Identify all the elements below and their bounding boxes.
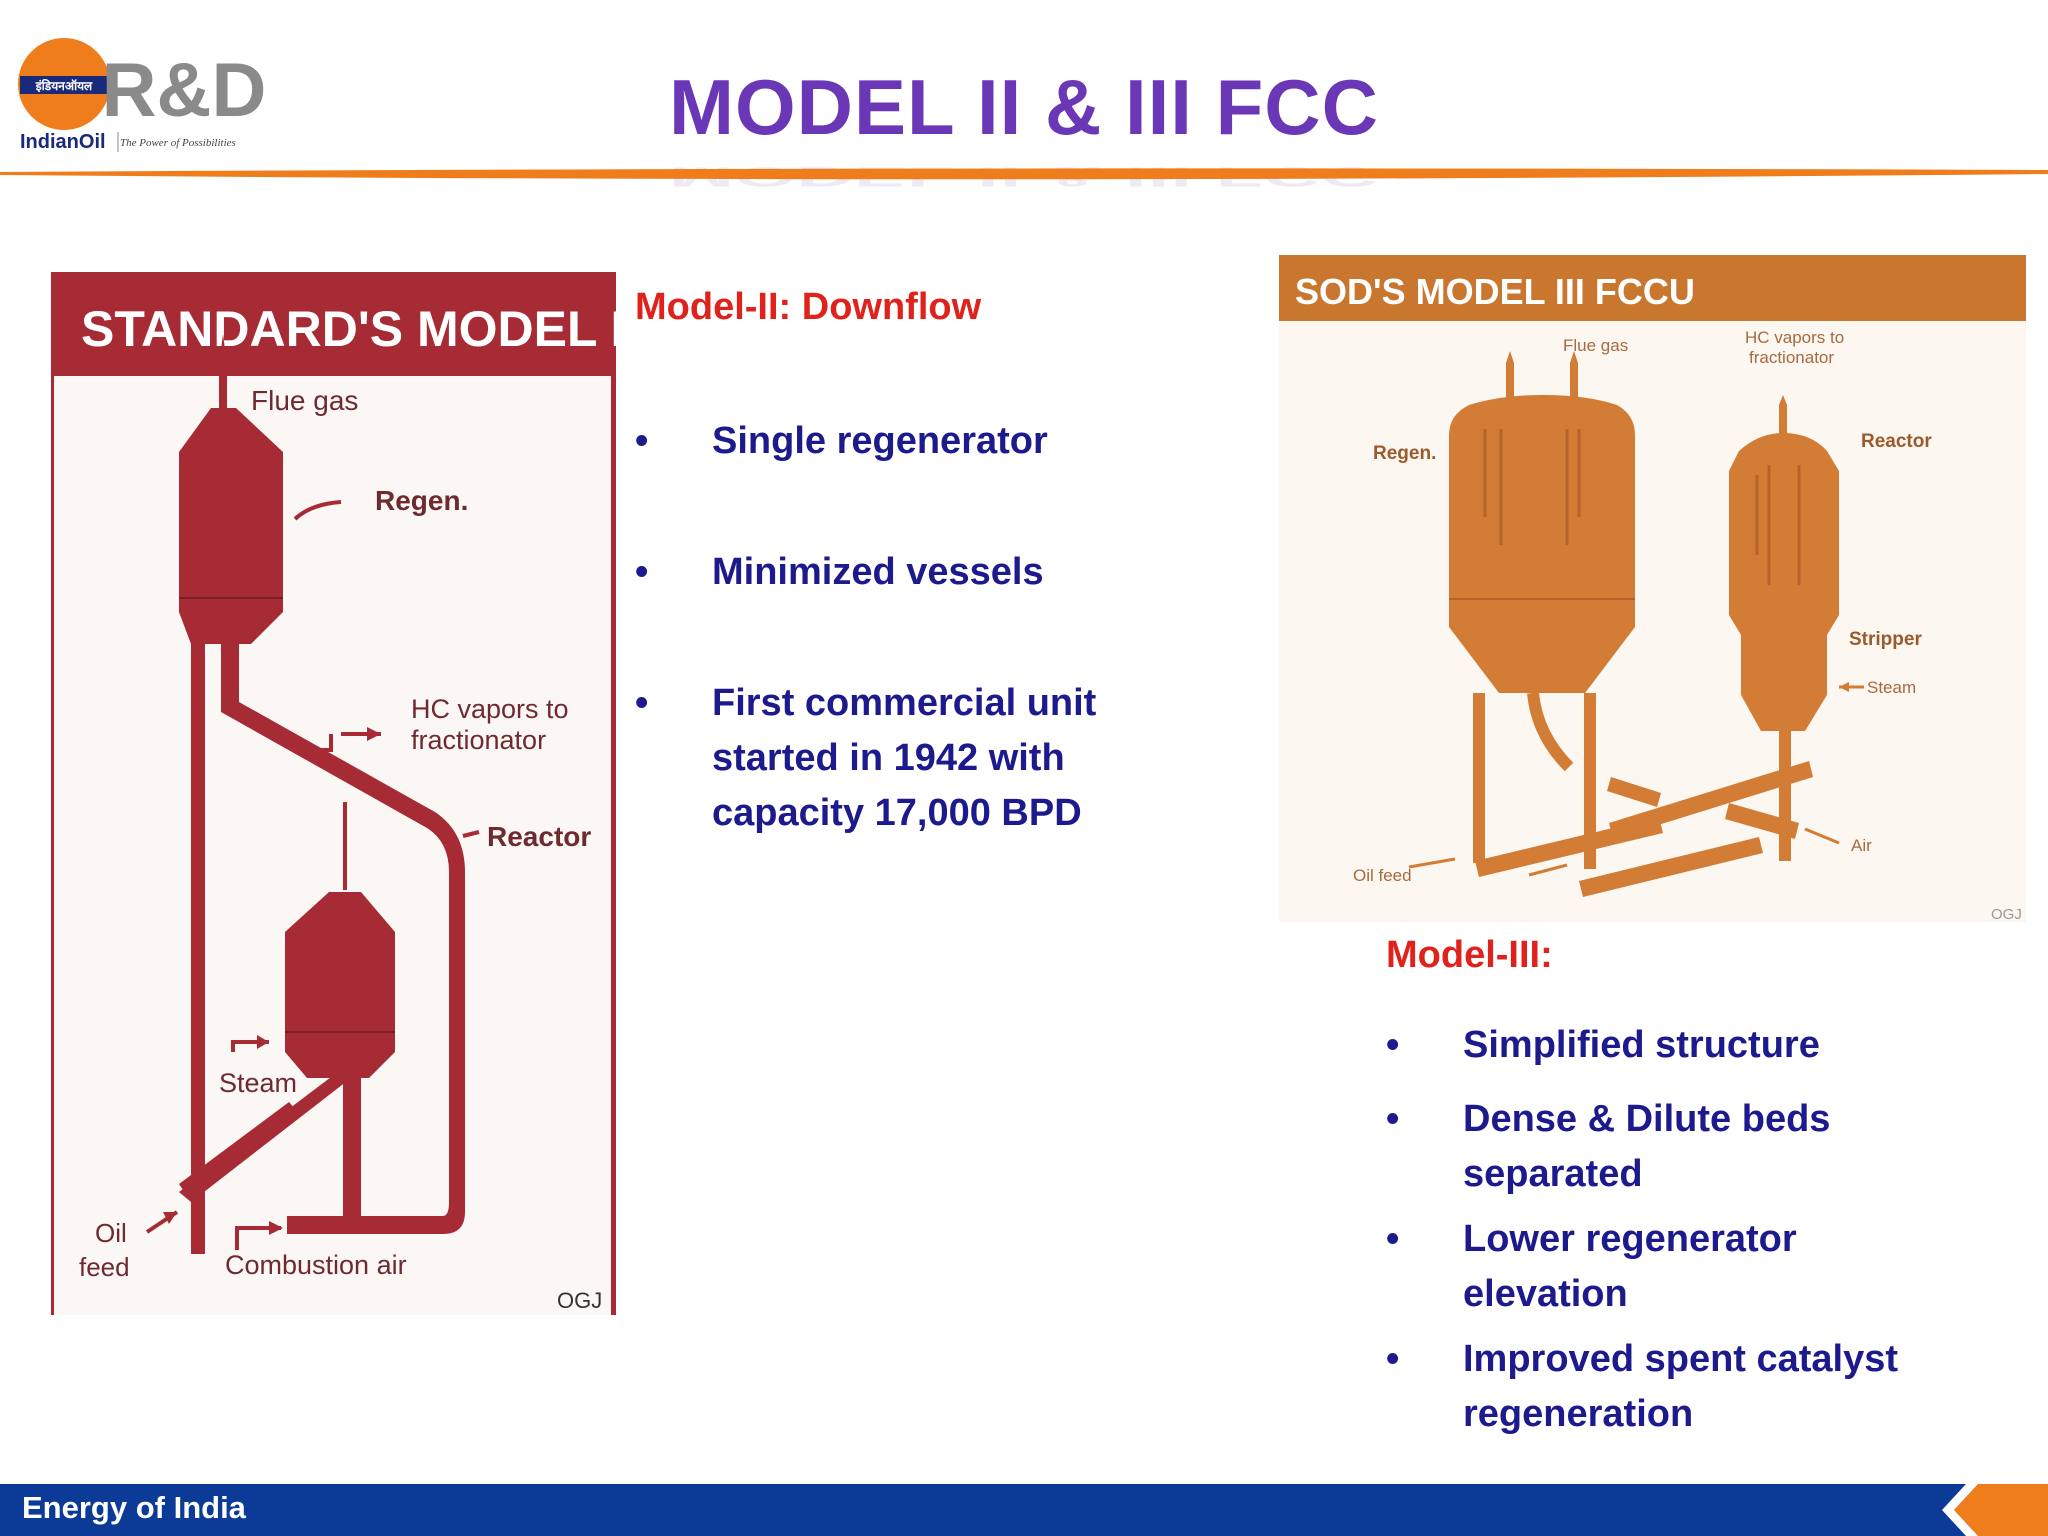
footer-text: Energy of India: [22, 1490, 246, 1525]
bullet-dot: •: [635, 420, 649, 462]
bullet-text-line1: First commercial unit: [712, 682, 1097, 724]
list-item: • Lower regenerator elevation: [1386, 1212, 2026, 1324]
bullet-text: Single regenerator: [712, 420, 1048, 462]
list-item: • Single regenerator: [635, 414, 1195, 474]
label-flue-gas: Flue gas: [251, 385, 358, 416]
list-item: • Improved spent catalyst regeneration: [1386, 1332, 2026, 1444]
list-item: • Simplified structure: [1386, 1018, 2026, 1078]
list-item: • Minimized vessels: [635, 545, 1195, 605]
logo-brand: R&D: [102, 48, 264, 133]
bullet-text: Minimized vessels: [712, 551, 1044, 593]
label-oil-line1: Oil: [95, 1218, 127, 1248]
label-hc-vapors-line1: HC vapors to: [411, 694, 569, 724]
bullet-dot: •: [1386, 1098, 1400, 1140]
model-ii-heading: Model-II: Downflow: [635, 286, 982, 328]
model-iii-heading: Model-III:: [1386, 934, 1553, 976]
bullet-text-line2: regeneration: [1463, 1393, 1694, 1435]
model-iii-diagram: SOD'S MODEL III FCCU Flue gas HC vapors …: [1279, 255, 2026, 922]
bullet-dot: •: [635, 682, 649, 724]
label-combustion-air: Combustion air: [225, 1250, 407, 1280]
footer-bar: [0, 1484, 2048, 1536]
label-stripper: Stripper: [1849, 629, 1922, 650]
bullet-dot: •: [1386, 1024, 1400, 1066]
label-hc-vapors-line1: HC vapors to: [1745, 328, 1844, 347]
label-regen: Regen.: [375, 485, 468, 516]
page-title: MODEL II & III FCC: [669, 63, 1379, 151]
label-source-ogj: OGJ: [1991, 906, 2022, 922]
label-hc-vapors-line2: fractionator: [411, 725, 546, 755]
header-orange-rule: [0, 168, 2048, 180]
logo-tagline: The Power of Possibilities: [120, 137, 236, 149]
logo-company: IndianOil: [20, 131, 106, 153]
logo-hindi: इंडियनऑयल: [35, 79, 93, 93]
label-steam: Steam: [1867, 678, 1916, 697]
model-iii-figure-title: SOD'S MODEL III FCCU: [1295, 271, 1695, 312]
indianoil-rd-logo: इंडियनऑयल R&D IndianOil The Power of Pos…: [18, 38, 264, 153]
bullet-text-line1: Improved spent catalyst: [1463, 1338, 1899, 1380]
bullet-text: Simplified structure: [1463, 1024, 1820, 1066]
list-item: • First commercial unit started in 1942 …: [635, 676, 1195, 846]
label-air: Air: [1851, 836, 1872, 855]
model-ii-figure-title: STANDARD'S MODEL II: [81, 301, 616, 357]
bullet-dot: •: [635, 551, 649, 593]
bullet-text-line1: Dense & Dilute beds: [1463, 1098, 1831, 1140]
bullet-text-line1: Lower regenerator: [1463, 1218, 1797, 1260]
label-reactor: Reactor: [487, 821, 591, 852]
label-hc-vapors-line2: fractionator: [1749, 348, 1834, 367]
list-item: • Dense & Dilute beds separated: [1386, 1092, 2026, 1204]
label-oil-feed: Oil feed: [1353, 866, 1412, 885]
label-source-ogj: OGJ: [557, 1288, 602, 1313]
label-flue-gas: Flue gas: [1563, 336, 1628, 355]
bullet-text-line2: elevation: [1463, 1273, 1628, 1315]
footer-chevron-icon: [1942, 1484, 2048, 1536]
label-steam: Steam: [219, 1068, 297, 1098]
label-oil-line2: feed: [79, 1252, 130, 1282]
model-ii-diagram: STANDARD'S MODEL II Flue gas Regen. HC v…: [51, 272, 616, 1315]
label-reactor: Reactor: [1861, 431, 1932, 452]
bullet-text-line2: started in 1942 with: [712, 737, 1065, 779]
bullet-text-line2: separated: [1463, 1153, 1643, 1195]
label-regen: Regen.: [1373, 443, 1436, 464]
bullet-text-line3: capacity 17,000 BPD: [712, 792, 1082, 834]
bullet-dot: •: [1386, 1218, 1400, 1260]
bullet-dot: •: [1386, 1338, 1400, 1380]
